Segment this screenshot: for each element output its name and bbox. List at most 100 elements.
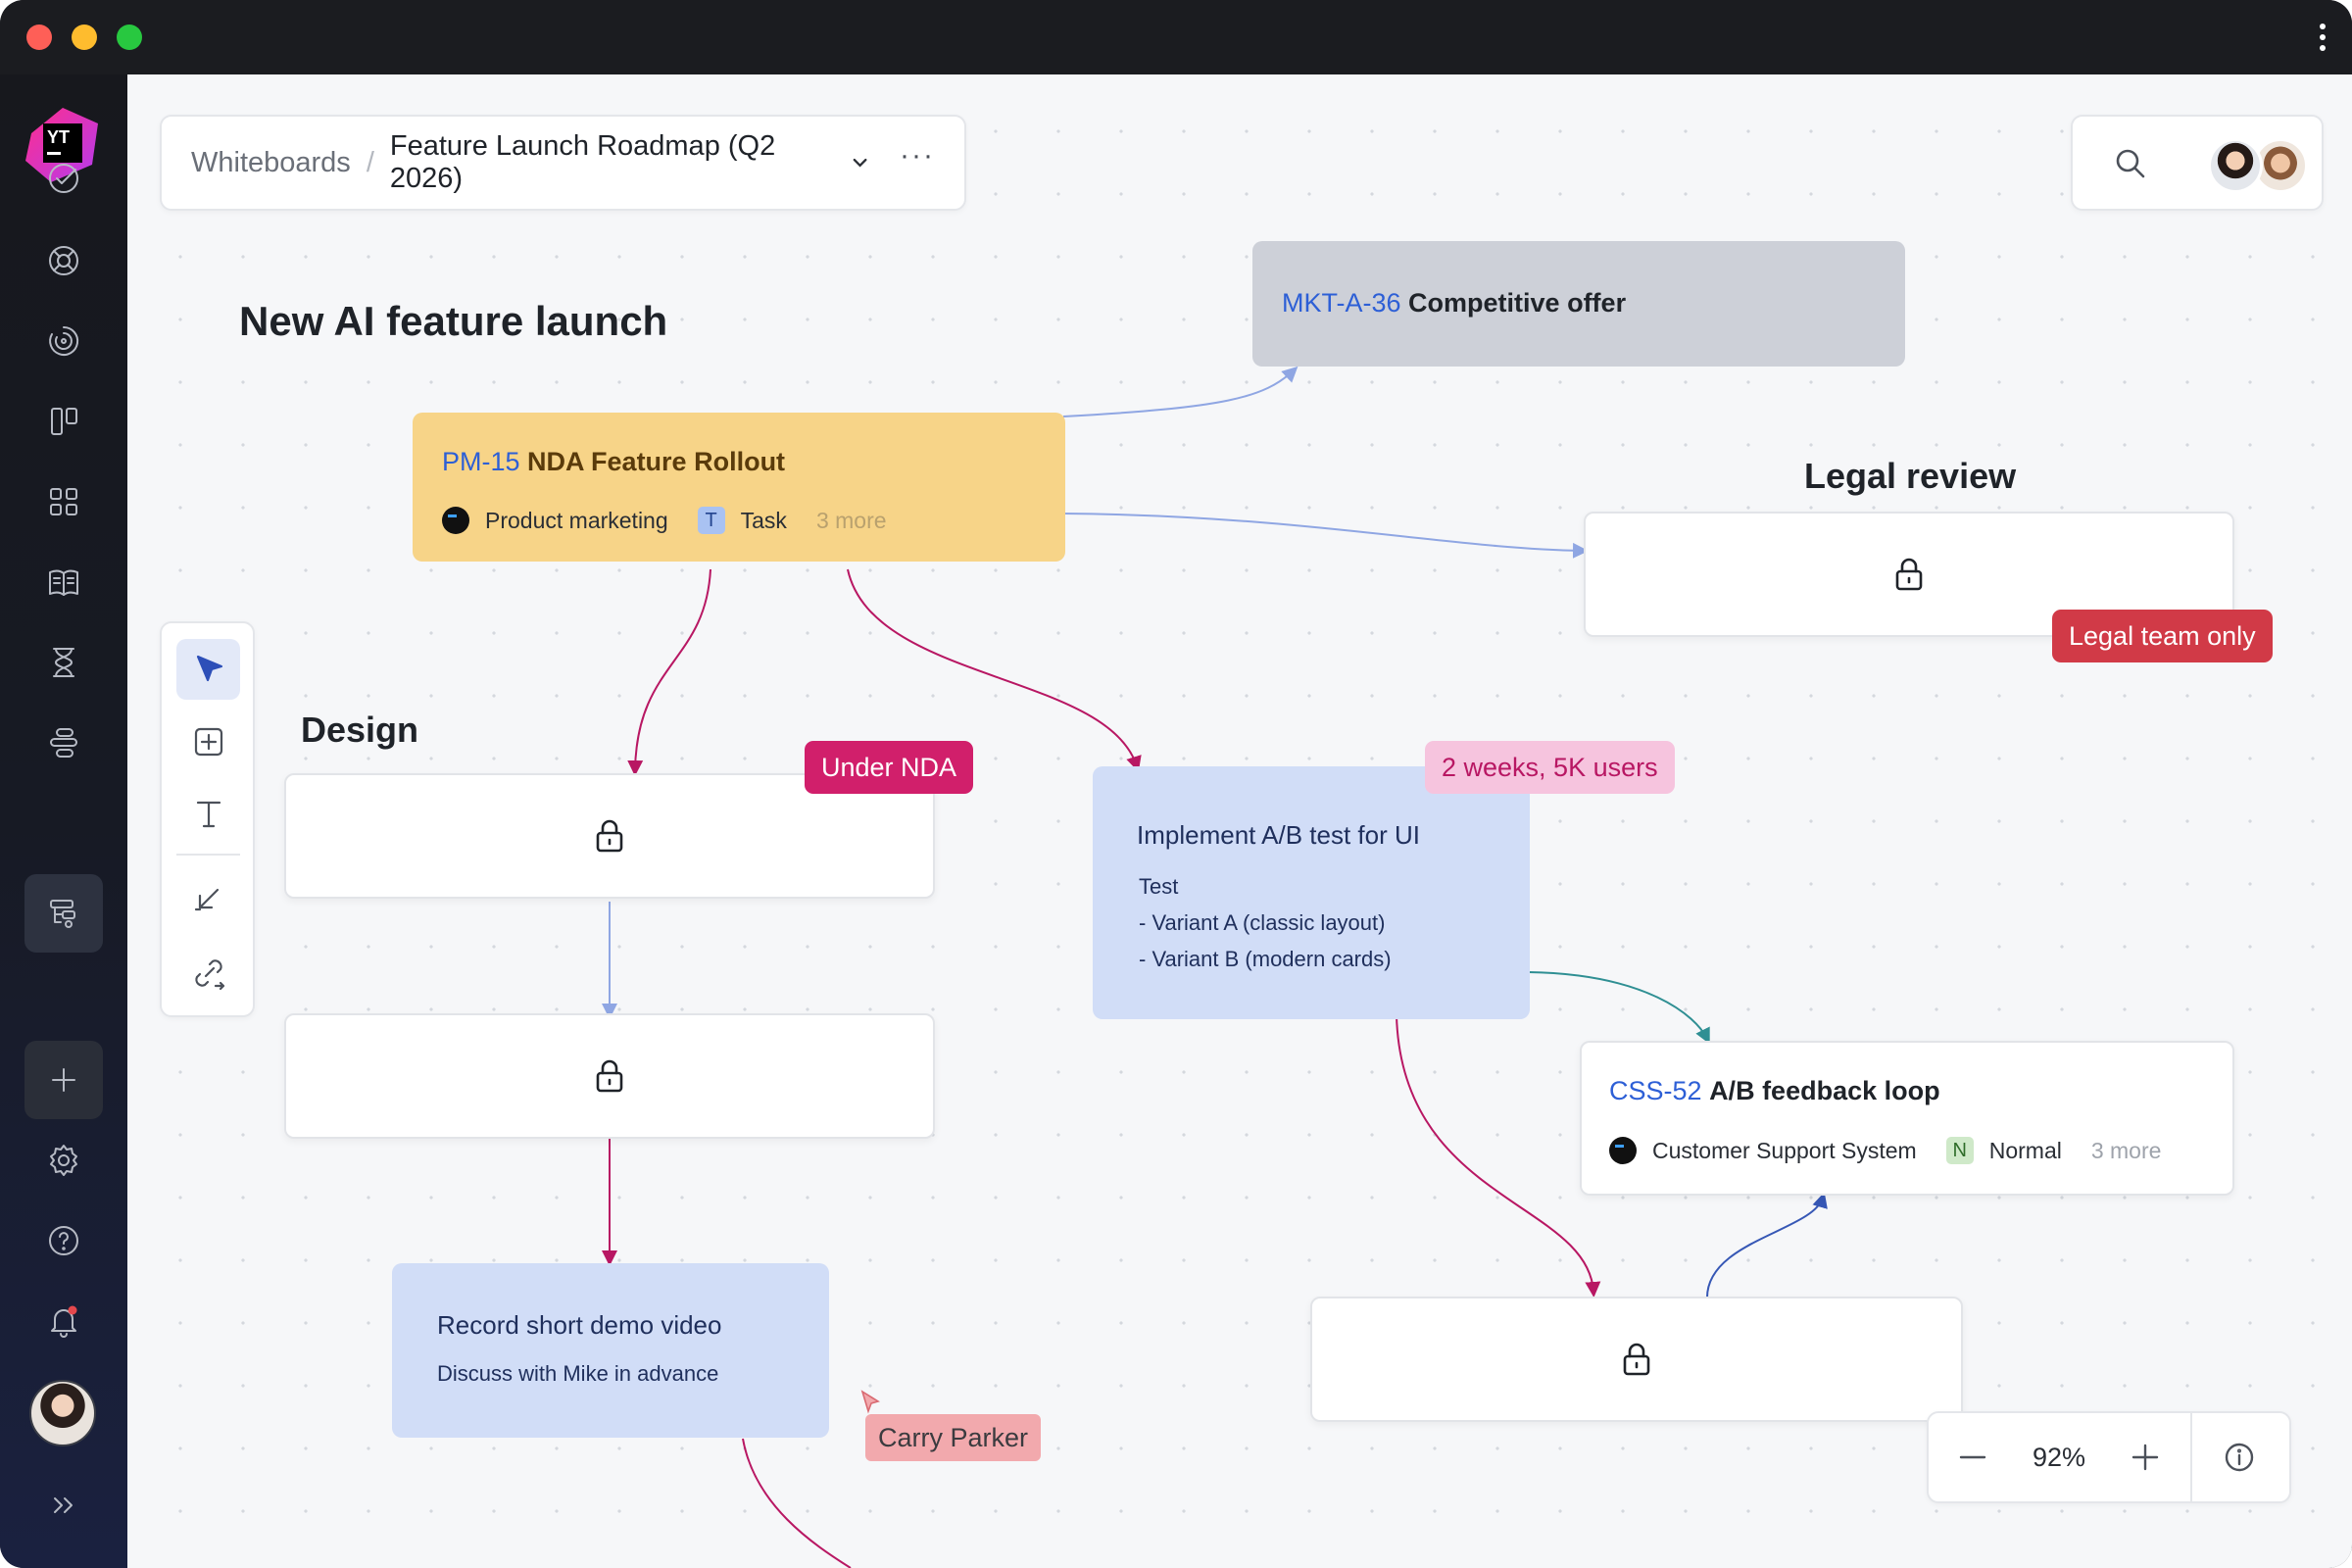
locked-card-design-2[interactable] bbox=[284, 1013, 935, 1139]
notifications-button[interactable] bbox=[24, 1282, 103, 1360]
priority-badge: N bbox=[1945, 1137, 1974, 1164]
sidebar-item-whiteboards[interactable] bbox=[24, 874, 103, 953]
title-bar bbox=[0, 0, 2352, 74]
connector-ab-to-locked bbox=[1396, 1014, 1601, 1298]
issue-type: Task bbox=[740, 507, 787, 533]
close-window-button[interactable] bbox=[26, 24, 52, 50]
zoom-level: 92% bbox=[2032, 1442, 2086, 1472]
priority: Normal bbox=[1988, 1137, 2062, 1163]
hourglass-icon bbox=[53, 648, 74, 677]
zoom-divider bbox=[2190, 1413, 2192, 1501]
youtrack-logo[interactable]: YT bbox=[22, 104, 104, 186]
add-card-tool[interactable] bbox=[176, 711, 240, 772]
add-button[interactable] bbox=[24, 1041, 103, 1119]
board-more-button[interactable]: ··· bbox=[900, 139, 935, 172]
issue-card-pm[interactable]: PM-15 NDA Feature Rollout Product market… bbox=[413, 413, 1065, 562]
note-line-3: - Variant B (modern cards) bbox=[1139, 947, 1392, 971]
expand-sidebar-button[interactable] bbox=[24, 1466, 103, 1544]
collaborator-cursor-icon bbox=[860, 1390, 880, 1414]
locked-card-design-1[interactable] bbox=[284, 773, 935, 899]
connector-tool[interactable] bbox=[176, 868, 240, 929]
sidebar-item-time-tracking[interactable] bbox=[24, 623, 103, 702]
zoom-out-button[interactable] bbox=[1929, 1413, 2017, 1501]
whiteboard-icon bbox=[50, 900, 75, 928]
issue-id[interactable]: CSS-52 bbox=[1609, 1076, 1702, 1105]
note-card-demo-video[interactable]: Record short demo video Discuss with Mik… bbox=[392, 1263, 829, 1438]
issue-id[interactable]: PM-15 bbox=[442, 447, 520, 476]
board-icon bbox=[51, 408, 77, 435]
sidebar-item-helpdesk[interactable] bbox=[24, 221, 103, 300]
user-avatar[interactable] bbox=[29, 1380, 96, 1446]
connector-ab-to-css bbox=[1528, 971, 1710, 1045]
add-icon bbox=[52, 1068, 75, 1092]
locked-card-bottom[interactable] bbox=[1310, 1297, 1963, 1422]
text-icon bbox=[196, 801, 220, 828]
sidebar-item-knowledge-base[interactable] bbox=[24, 543, 103, 621]
breadcrumb-separator: / bbox=[366, 146, 374, 178]
lock-icon bbox=[1621, 1342, 1652, 1377]
issue-id[interactable]: MKT-A-36 bbox=[1282, 288, 1401, 318]
chevron-down-icon[interactable] bbox=[850, 152, 870, 173]
search-icon[interactable] bbox=[2114, 147, 2147, 180]
zoom-window-button[interactable] bbox=[117, 24, 142, 50]
lock-icon bbox=[594, 818, 625, 854]
issue-card-mkt[interactable]: MKT-A-36 Competitive offer bbox=[1252, 241, 1905, 367]
collaborator-cursor-label: Carry Parker bbox=[865, 1414, 1042, 1461]
project-badge-pm bbox=[442, 507, 469, 534]
zoom-in-button[interactable] bbox=[2101, 1413, 2189, 1501]
link-tool[interactable] bbox=[176, 943, 240, 1004]
issue-title: Competitive offer bbox=[1408, 288, 1627, 318]
whiteboard-canvas[interactable]: Whiteboards / Feature Launch Roadmap (Q2… bbox=[127, 74, 2352, 1568]
add-square-icon bbox=[194, 727, 222, 757]
help-icon bbox=[49, 1226, 78, 1255]
more-fields-link[interactable]: 3 more bbox=[2090, 1137, 2162, 1163]
double-chevron-right-icon bbox=[54, 1497, 73, 1513]
connector-pm-to-design bbox=[627, 568, 711, 776]
top-right-panel bbox=[2071, 115, 2324, 211]
sidebar-item-issues[interactable] bbox=[24, 139, 103, 218]
info-button[interactable] bbox=[2195, 1413, 2283, 1501]
note-title: Implement A/B test for UI bbox=[1137, 820, 1420, 850]
pointer-icon bbox=[196, 655, 222, 682]
settings-button[interactable] bbox=[24, 1121, 103, 1200]
connector-locked-to-css bbox=[1706, 1192, 1828, 1298]
logo-text: YT bbox=[47, 127, 70, 147]
board-title[interactable]: Feature Launch Roadmap (Q2 2026) bbox=[389, 130, 776, 194]
book-icon bbox=[49, 569, 78, 596]
section-heading-legal: Legal review bbox=[1804, 456, 2017, 496]
project-badge-css bbox=[1609, 1137, 1637, 1164]
note-text: Discuss with Mike in advance bbox=[437, 1361, 719, 1386]
issue-title: NDA Feature Rollout bbox=[527, 447, 786, 476]
issue-card-css[interactable]: CSS-52 A/B feedback loop Customer Suppor… bbox=[1580, 1041, 2234, 1196]
project-name: Product marketing bbox=[485, 507, 668, 533]
minus-icon bbox=[1959, 1455, 1986, 1459]
lock-icon bbox=[594, 1058, 625, 1094]
select-tool[interactable] bbox=[176, 639, 240, 700]
section-heading-main: New AI feature launch bbox=[239, 298, 668, 344]
breadcrumb: Whiteboards / Feature Launch Roadmap (Q2… bbox=[160, 115, 966, 211]
sidebar-item-gantt[interactable] bbox=[24, 704, 103, 782]
sidebar-item-projects[interactable] bbox=[24, 463, 103, 541]
collaborator-avatar-1[interactable] bbox=[2208, 138, 2263, 193]
plus-icon bbox=[2132, 1444, 2159, 1471]
note-card-ab-test[interactable]: Implement A/B test for UI Test - Variant… bbox=[1093, 766, 1530, 1019]
note-line-1: Test bbox=[1139, 874, 1179, 899]
window-menu-icon[interactable] bbox=[2319, 24, 2327, 51]
tag-under-nda[interactable]: Under NDA bbox=[805, 741, 974, 794]
tag-two-weeks[interactable]: 2 weeks, 5K users bbox=[1425, 741, 1675, 794]
text-tool[interactable] bbox=[176, 783, 240, 844]
breadcrumb-root-link[interactable]: Whiteboards bbox=[191, 146, 351, 178]
info-icon bbox=[2225, 1443, 2254, 1472]
check-circle-icon bbox=[49, 164, 78, 193]
more-fields-link[interactable]: 3 more bbox=[815, 507, 887, 533]
help-button[interactable] bbox=[24, 1201, 103, 1280]
sidebar-item-agile-boards[interactable] bbox=[24, 382, 103, 461]
grid-icon bbox=[50, 488, 77, 515]
connector-demo-out bbox=[742, 1438, 852, 1568]
issue-title: A/B feedback loop bbox=[1709, 1076, 1940, 1105]
minimize-window-button[interactable] bbox=[72, 24, 97, 50]
sidebar-item-dashboards[interactable] bbox=[24, 302, 103, 380]
tag-legal-team-only[interactable]: Legal team only bbox=[2052, 610, 2273, 662]
whiteboard-toolbar bbox=[160, 621, 255, 1017]
gantt-icon bbox=[50, 728, 77, 758]
